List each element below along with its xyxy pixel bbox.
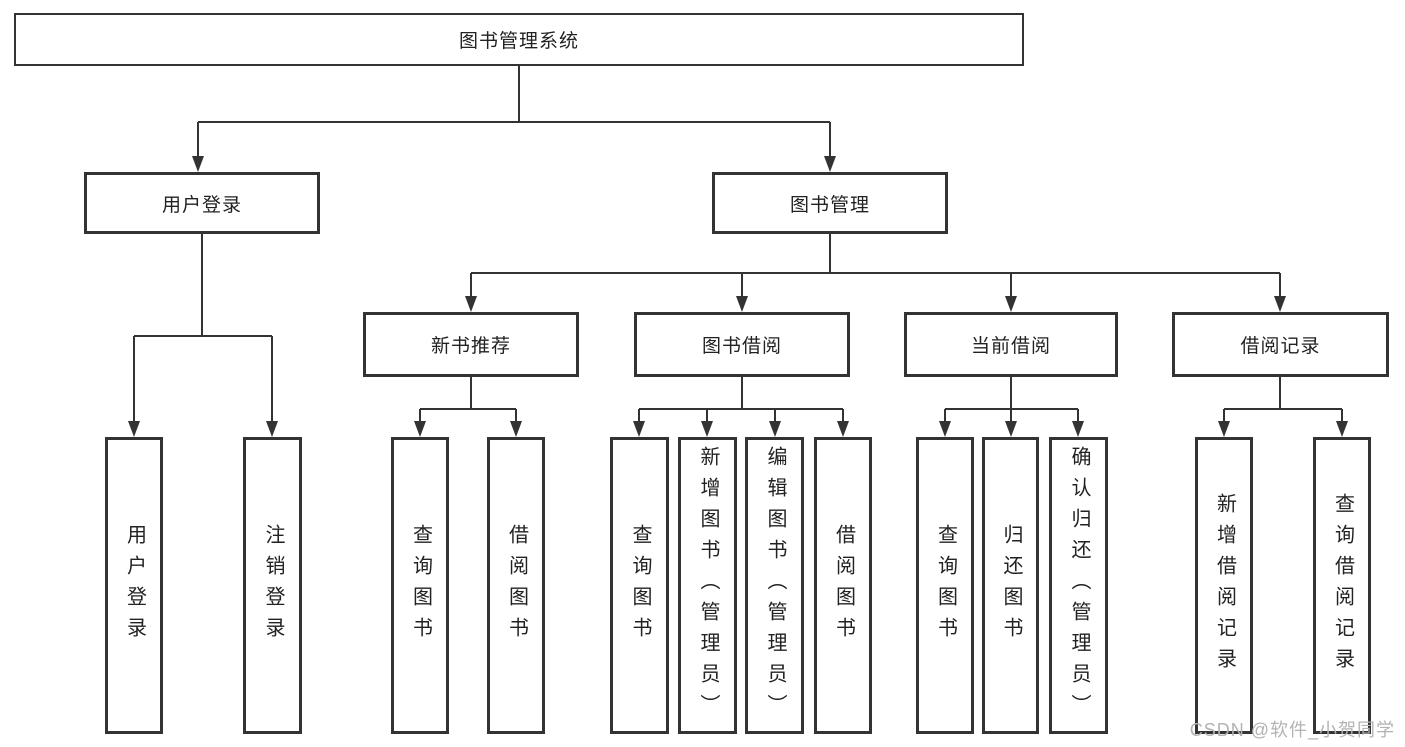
node-leaf-add-books-admin: 新增图书（管理员） (678, 437, 737, 734)
arrowhead (1072, 421, 1084, 437)
connector-book-borrow-children (633, 377, 849, 437)
arrowhead (1005, 421, 1017, 437)
arrowhead (192, 156, 204, 172)
leaf-label: 借阅图书 (505, 523, 528, 648)
node-leaf-return-books: 归还图书 (982, 437, 1039, 734)
node-borrow-record: 借阅记录 (1172, 312, 1389, 377)
connector-current-borrow-children (939, 377, 1084, 437)
node-leaf-borrow-books-recommend: 借阅图书 (487, 437, 545, 734)
node-book-management: 图书管理 (712, 172, 948, 234)
arrowhead (1274, 296, 1286, 312)
connector-book-management-children (465, 234, 1286, 312)
arrowhead (837, 421, 849, 437)
node-leaf-edit-books-admin: 编辑图书（管理员） (745, 437, 804, 734)
arrowhead (824, 156, 836, 172)
node-leaf-query-books-current: 查询图书 (916, 437, 974, 734)
csdn-watermark: CSDN @软件_小贺同学 (1189, 720, 1395, 740)
leaf-label: 借阅图书 (832, 523, 855, 648)
leaf-label: 归还图书 (1000, 523, 1022, 648)
leaf-label: 新增图书（管理员） (697, 446, 719, 725)
leaf-label: 查询借阅记录 (1331, 492, 1354, 679)
arrowhead (128, 421, 140, 437)
arrowhead (736, 296, 748, 312)
node-leaf-add-borrow-record: 新增借阅记录 (1195, 437, 1253, 734)
node-user-login: 用户登录 (84, 172, 320, 234)
leaf-label: 查询图书 (629, 523, 651, 648)
leaf-label: 查询图书 (409, 523, 432, 648)
leaf-label: 查询图书 (934, 523, 957, 648)
node-leaf-user-login: 用户登录 (105, 437, 163, 734)
connector-borrow-record-children (1218, 377, 1348, 437)
arrowhead (510, 421, 522, 437)
node-leaf-query-borrow-record: 查询借阅记录 (1313, 437, 1371, 734)
node-leaf-logout: 注销登录 (243, 437, 302, 734)
connector-root-to-level2 (192, 66, 836, 172)
arrowhead (465, 296, 477, 312)
arrowhead (1336, 421, 1348, 437)
node-new-book-recommend: 新书推荐 (363, 312, 579, 377)
arrowhead (939, 421, 951, 437)
node-book-borrow: 图书借阅 (634, 312, 850, 377)
arrowhead (1218, 421, 1230, 437)
node-leaf-confirm-return-admin: 确认归还（管理员） (1049, 437, 1108, 734)
node-leaf-query-books-recommend: 查询图书 (391, 437, 449, 734)
leaf-label: 确认归还（管理员） (1068, 446, 1090, 725)
node-current-borrow: 当前借阅 (904, 312, 1118, 377)
arrowhead (633, 421, 645, 437)
arrowhead (701, 421, 713, 437)
leaf-label: 用户登录 (123, 523, 146, 648)
leaf-label: 新增借阅记录 (1213, 492, 1236, 679)
connector-user-login-children (128, 234, 278, 437)
arrowhead (1005, 296, 1017, 312)
arrowhead (414, 421, 426, 437)
connector-new-book-children (414, 377, 522, 437)
arrowhead (266, 421, 278, 437)
arrowhead (769, 421, 781, 437)
node-library-system: 图书管理系统 (14, 13, 1024, 66)
leaf-label: 编辑图书（管理员） (764, 446, 786, 725)
node-leaf-query-books-borrow: 查询图书 (610, 437, 669, 734)
leaf-label: 注销登录 (262, 523, 284, 648)
node-leaf-borrow-books: 借阅图书 (814, 437, 872, 734)
